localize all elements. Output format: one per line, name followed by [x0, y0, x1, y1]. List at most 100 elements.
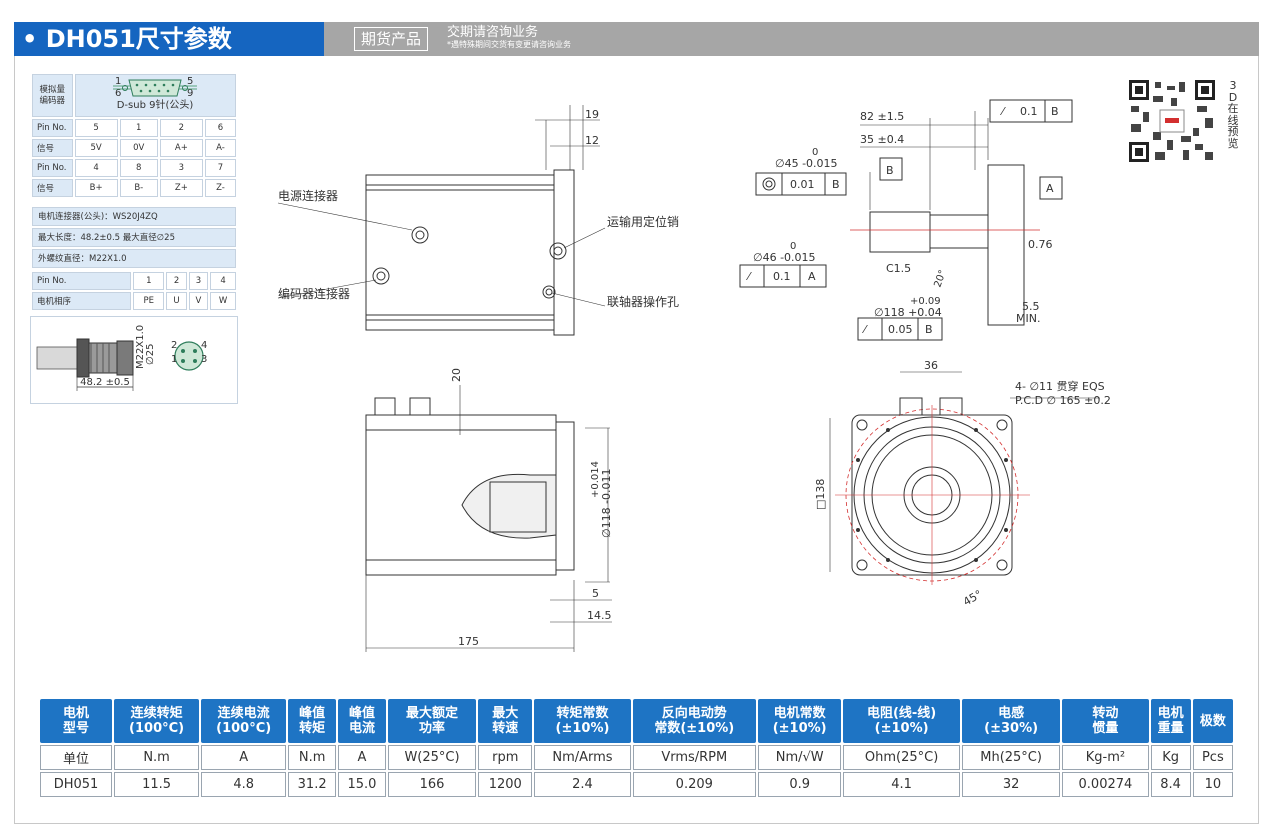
spec-value-cell: 2.4: [534, 772, 631, 797]
cell: 3: [159, 159, 203, 177]
spec-value-cell: 11.5: [114, 772, 200, 797]
spec-unit-cell: Pcs: [1192, 745, 1233, 770]
motor-connector-icon: M22X1.0 ∅25 2 4 1 3 48.2 ±0.5: [36, 325, 207, 391]
dim-45-deg: 45°: [961, 588, 984, 609]
motor-connector-thread: 外螺纹直径：M22X1.0: [32, 249, 236, 268]
spec-unit-cell: Kg: [1150, 745, 1191, 770]
spec-header-cell: 反向电动势 常数(±10%): [632, 699, 757, 743]
row-label: 信号: [32, 139, 73, 157]
pin-label-4: 4: [201, 340, 207, 351]
cell: B+: [74, 179, 118, 197]
runout-icon-2: ⁄: [861, 323, 868, 336]
spec-unit-cell: 单位: [40, 745, 113, 770]
dim-118-upper: +0.014: [590, 461, 601, 498]
table-row: 信号 5V 0V A+ A-: [32, 139, 236, 157]
spec-value-cell: 0.00274: [1062, 772, 1149, 797]
dim-82: 82 ±1.5: [860, 110, 904, 123]
side-char: 线: [1227, 113, 1239, 127]
dsub-pin1: 1: [115, 76, 121, 87]
dim-5: 5: [592, 587, 599, 600]
spec-unit-cell: Nm/Arms: [534, 745, 631, 770]
side-char: 览: [1227, 136, 1239, 150]
dim-35: 35 ±0.4: [860, 133, 904, 146]
dim-20-deg: 20°: [932, 269, 948, 289]
encoder-table: 模拟量 编码器 1 5 6 9 D-sub 9针(公头): [30, 72, 238, 199]
side-char: 在: [1227, 102, 1239, 115]
side-char: 预: [1227, 125, 1239, 138]
cell: A+: [159, 139, 203, 157]
datum-b-box: B: [886, 164, 894, 177]
label-power-connector: 电源连接器: [278, 188, 338, 203]
futures-badge: 期货产品: [354, 27, 429, 51]
spec-value-cell: 1200: [478, 772, 533, 797]
cell: 5V: [74, 139, 118, 157]
spec-value-cell: 0.9: [758, 772, 842, 797]
spec-value-cell: 10: [1192, 772, 1233, 797]
section-header: • DH051尺寸参数 期货产品 交期请咨询业务 *遇特殊期间交货有变更请咨询业…: [14, 22, 1259, 56]
cell: 1: [119, 119, 158, 137]
spec-value-cell: 32: [961, 772, 1061, 797]
dim-14-5: 14.5: [587, 609, 612, 622]
spec-header-cell: 峰值 电流: [338, 699, 386, 743]
spec-header-cell: 最大 转速: [478, 699, 533, 743]
spec-unit-cell: N.m: [114, 745, 200, 770]
spec-header-cell: 极数: [1192, 699, 1233, 743]
flange-detail: [987, 164, 1025, 326]
cell: U: [166, 292, 187, 310]
spec-value-cell: 4.1: [843, 772, 960, 797]
cell: B-: [119, 179, 158, 197]
spec-header-row: 电机 型号连续转矩 (100°C)连续电流 (100°C)峰值 转矩峰值 电流最…: [40, 699, 1233, 743]
cell: 2: [159, 119, 203, 137]
cell: PE: [133, 292, 165, 310]
encoder-title: 模拟量 编码器: [32, 74, 73, 117]
dsub-connector-icon: 1 5 6 9 D-sub 9针(公头): [113, 76, 198, 111]
dim-0-76: 0.76: [1028, 238, 1053, 251]
spec-unit-cell: A: [338, 745, 386, 770]
spec-value-cell: 0.209: [632, 772, 757, 797]
cell: 6: [204, 119, 236, 137]
motor-connector-model: 电机连接器(公头)：WS20J4ZQ: [32, 207, 236, 226]
dim-138: □138: [814, 479, 827, 510]
row-label: 信号: [32, 179, 73, 197]
cell: 7: [204, 159, 236, 177]
label-encoder-connector: 编码器连接器: [278, 286, 350, 301]
dim-45: ∅45 -0.015: [775, 157, 838, 170]
pin-label-3: 3: [201, 354, 207, 365]
page-title: • DH051尺寸参数: [14, 22, 324, 56]
dim-118: ∅118 -0.011: [600, 468, 613, 538]
cell: 2: [166, 272, 187, 290]
motor-connector-drawing: M22X1.0 ∅25 2 4 1 3 48.2 ±0.5: [30, 316, 238, 404]
spec-header-cell: 最大额定 功率: [387, 699, 477, 743]
table-row: 信号 B+ B- Z+ Z-: [32, 179, 236, 197]
dsub-pin6: 6: [115, 88, 121, 99]
side-char: 3: [1229, 79, 1237, 92]
dim-min: MIN.: [1016, 312, 1040, 325]
spec-unit-cell: Mh(25°C): [961, 745, 1061, 770]
dim-19: 19: [585, 108, 599, 121]
dim-118b: ∅118 +0.04: [874, 306, 942, 319]
spec-value-cell: DH051: [40, 772, 113, 797]
row-label: Pin No.: [32, 159, 73, 177]
cell: 5: [74, 119, 118, 137]
spec-value-cell: 4.8: [201, 772, 287, 797]
spec-unit-cell: N.m: [288, 745, 337, 770]
row-label: Pin No.: [32, 272, 132, 290]
spec-header-cell: 电机 型号: [40, 699, 113, 743]
spec-unit-cell: Nm/√W: [758, 745, 842, 770]
3d-preview-label[interactable]: 3 D 在 线 预 览: [1226, 80, 1240, 149]
dim-48: 48.2 ±0.5: [80, 377, 130, 388]
spec-header-cell: 连续电流 (100°C): [201, 699, 287, 743]
cell: 4: [74, 159, 118, 177]
cell: Z-: [204, 179, 236, 197]
spec-header-cell: 峰值 转矩: [288, 699, 337, 743]
label-transport-pin: 运输用定位销: [607, 214, 679, 229]
label-coupling-hole: 联轴器操作孔: [607, 294, 679, 309]
runout-icon: ⁄: [745, 270, 752, 283]
motor-body-side: [365, 174, 555, 331]
content-frame: [14, 56, 1259, 824]
motor-phase-table: Pin No. 1 2 3 4 电机相序 PE U V W: [30, 270, 238, 312]
cell: 4: [210, 272, 236, 290]
side-char: D: [1228, 90, 1238, 104]
row-label: 电机相序: [32, 292, 132, 310]
spec-header-cell: 电感 (±30%): [961, 699, 1061, 743]
